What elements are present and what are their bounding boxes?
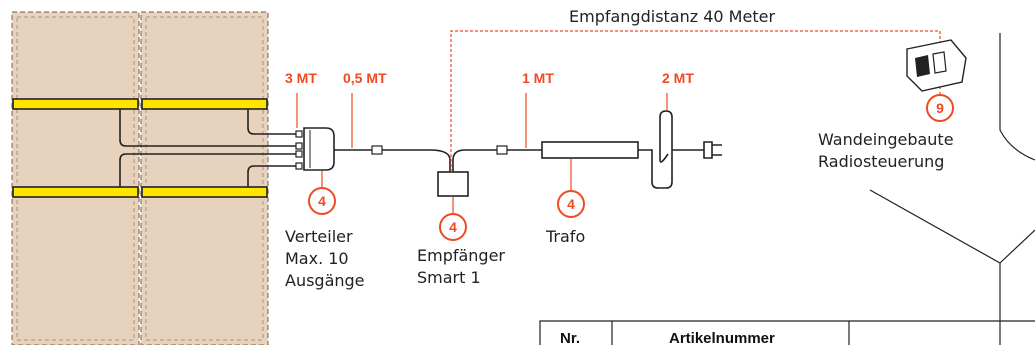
table-header-article: Artikelnummer <box>669 330 775 345</box>
cabinet-panels <box>11 11 269 345</box>
splitter <box>303 127 451 172</box>
receiver-label-1: Empfänger <box>417 246 505 265</box>
distance-label: Empfangdistanz 40 Meter <box>569 7 775 26</box>
article-table: Nr. Artikelnummer <box>539 320 1035 345</box>
wall-control-label-1: Wandeingebaute <box>818 130 954 149</box>
splitter-connectors <box>295 130 303 170</box>
led-strip <box>141 98 268 110</box>
cable-length-transformer: 2 MT <box>662 70 694 86</box>
transformer <box>541 110 722 189</box>
callout-wall-control: 9 <box>926 94 954 122</box>
panel-left <box>11 11 140 345</box>
cable-length-receiver: 1 MT <box>522 70 554 86</box>
receiver <box>437 145 542 197</box>
radio-range-line <box>450 30 941 172</box>
cable-length-strip: 3 MT <box>285 70 317 86</box>
led-strip <box>12 98 139 110</box>
wall-control-switch <box>906 39 967 92</box>
led-strip <box>141 186 268 198</box>
led-strips <box>12 98 268 198</box>
splitter-label-2: Max. 10 <box>285 249 349 268</box>
svg-text:4: 4 <box>567 196 575 212</box>
receiver-label-2: Smart 1 <box>417 268 481 287</box>
callout-splitter: 4 <box>308 187 336 215</box>
plug-icon <box>703 141 722 159</box>
led-strip <box>12 186 139 198</box>
cable-length-splitter: 0,5 MT <box>343 70 387 86</box>
svg-text:9: 9 <box>936 100 944 116</box>
callout-transformer: 4 <box>557 190 585 218</box>
wall <box>869 33 1035 345</box>
splitter-label-1: Verteiler <box>285 227 353 246</box>
strip-cables <box>119 109 296 187</box>
svg-text:4: 4 <box>318 193 326 209</box>
transformer-label: Trafo <box>545 227 585 246</box>
callout-receiver: 4 <box>439 213 467 241</box>
table-header-nr: Nr. <box>560 330 580 345</box>
svg-text:4: 4 <box>449 219 457 235</box>
panel-right <box>140 11 269 345</box>
splitter-label-3: Ausgänge <box>285 271 365 290</box>
wall-control-label-2: Radiosteuerung <box>818 152 944 171</box>
